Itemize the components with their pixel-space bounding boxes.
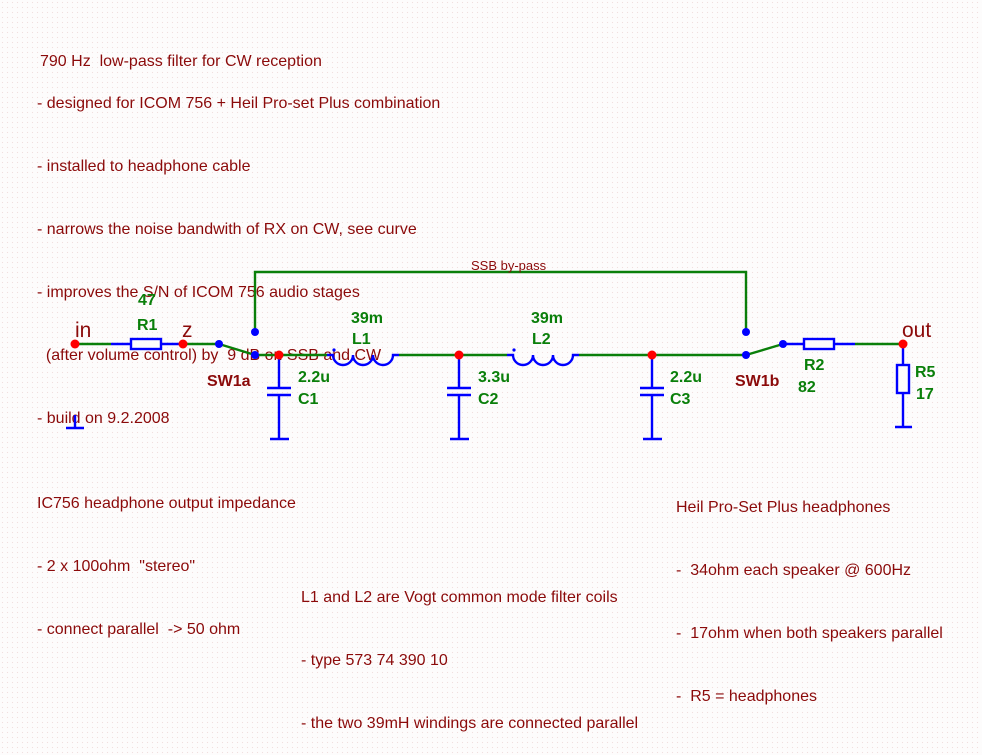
c2-ref: C2 xyxy=(478,391,499,408)
filter-schematic: in z out SSB by-pass SW1a SW1b 47 R1 39m… xyxy=(66,258,936,441)
sw1b-blade xyxy=(745,342,784,357)
sw1b-contact-bypass xyxy=(742,328,750,336)
inductor-l1 xyxy=(327,353,399,367)
design-note-line: - build on 9.2.2008 xyxy=(37,410,170,427)
coil-note-line: - type 573 74 390 10 xyxy=(301,652,448,669)
capacitor-c3 xyxy=(640,355,664,441)
load-note-line: - 34ohm each speaker @ 600Hz xyxy=(676,562,912,579)
c2-value: 3.3u xyxy=(478,369,510,386)
c3-ref: C3 xyxy=(670,391,691,408)
design-note-line: - narrows the noise bandwith of RX on CW… xyxy=(37,221,417,238)
node-c3 xyxy=(647,350,657,360)
bypass-wire xyxy=(253,270,748,332)
sw1a-pivot xyxy=(215,340,223,348)
resistor-r1 xyxy=(129,337,163,351)
l2-value: 39m xyxy=(531,310,563,327)
sw1a-contact-bypass xyxy=(251,328,259,336)
sw1a-blade xyxy=(218,342,256,357)
node-c1 xyxy=(274,350,284,360)
source-note-line: IC756 headphone output impedance xyxy=(37,495,296,512)
c1-value: 2.2u xyxy=(298,369,330,386)
r5-ref: R5 xyxy=(915,364,936,381)
coil-note-line: L1 and L2 are Vogt common mode filter co… xyxy=(301,589,618,606)
r1-ref: R1 xyxy=(137,317,158,334)
l1-value: 39m xyxy=(351,310,383,327)
coil-note-line: - the two 39mH windings are connected pa… xyxy=(301,715,639,732)
bypass-label: SSB by-pass xyxy=(471,258,547,273)
net-label-z: z xyxy=(182,319,193,342)
l1-ref: L1 xyxy=(352,331,371,348)
node-out xyxy=(898,339,908,349)
design-note-line: (after volume control) by 9 dB on SSB an… xyxy=(37,347,382,364)
sw1b-contact-filter xyxy=(742,351,750,359)
source-note-line: - connect parallel -> 50 ohm xyxy=(37,621,241,638)
schematic-title: 790 Hz low-pass filter for CW reception xyxy=(40,53,322,70)
load-note-line: Heil Pro-Set Plus headphones xyxy=(676,499,891,516)
node-z xyxy=(178,339,188,349)
design-notes: - designed for ICOM 756 + Heil Pro-set P… xyxy=(37,51,440,450)
design-note-line: - installed to headphone cable xyxy=(37,158,251,175)
r1-value: 47 xyxy=(138,292,156,309)
inductor-l2 xyxy=(507,353,579,367)
r2-value: 82 xyxy=(798,379,816,396)
c3-value: 2.2u xyxy=(670,369,702,386)
switch-label-sw1b: SW1b xyxy=(735,373,780,390)
sw1a-contact-filter xyxy=(251,351,259,359)
node-in xyxy=(70,339,80,349)
l1-polarity-dot xyxy=(332,348,336,352)
title-note: 790 Hz low-pass filter for CW reception xyxy=(40,9,322,93)
source-note-line: - 2 x 100ohm "stereo" xyxy=(37,558,196,575)
capacitor-c2 xyxy=(447,355,471,441)
sw1b-pivot xyxy=(779,340,787,348)
node-c2 xyxy=(454,350,464,360)
c1-ref: C1 xyxy=(298,391,319,408)
net-label-in: in xyxy=(75,319,91,342)
r5-value: 17 xyxy=(916,386,934,403)
resistor-r5 xyxy=(895,363,911,395)
net-label-out: out xyxy=(902,319,931,342)
l2-polarity-dot xyxy=(512,348,516,352)
load-note-line: - 17ohm when both speakers parallel xyxy=(676,625,943,642)
r2-ref: R2 xyxy=(804,357,825,374)
l2-ref: L2 xyxy=(532,331,551,348)
resistor-r2 xyxy=(802,337,836,351)
capacitor-c1 xyxy=(267,355,291,441)
design-note-line: - designed for ICOM 756 + Heil Pro-set P… xyxy=(37,95,441,112)
load-note-line: - R5 = headphones xyxy=(676,688,817,705)
ground-icon xyxy=(66,415,84,430)
design-note-line: - improves the S/N of ICOM 756 audio sta… xyxy=(37,284,360,301)
switch-label-sw1a: SW1a xyxy=(207,373,251,390)
